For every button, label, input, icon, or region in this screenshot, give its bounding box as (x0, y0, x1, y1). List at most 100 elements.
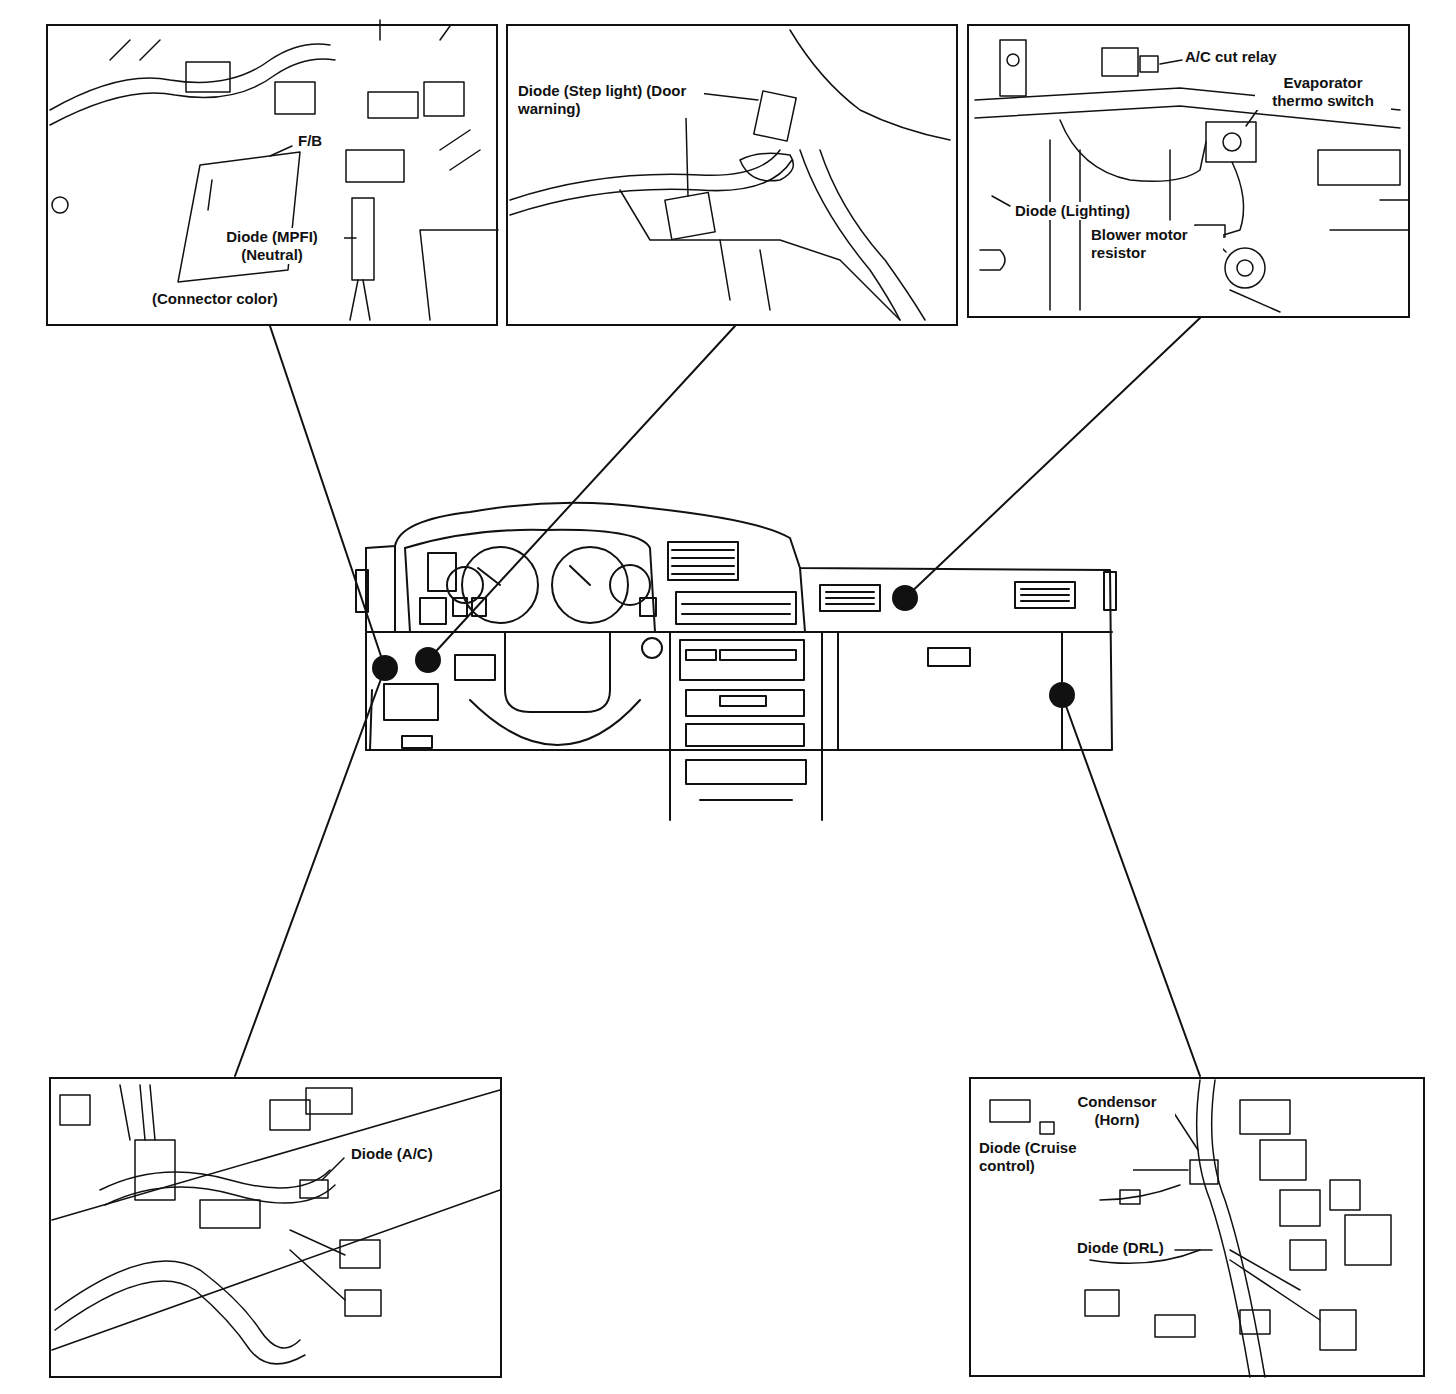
hvac-sketch (1050, 140, 1170, 310)
harness-sketch (754, 91, 796, 141)
harness-sketch (350, 280, 370, 320)
harness-sketch (290, 1230, 345, 1300)
harness-sketch (50, 20, 498, 320)
dashboard-outline (405, 548, 410, 632)
hvac-sketch (1230, 290, 1280, 312)
hvac-sketch (980, 250, 1005, 270)
part-label: Blower motor resistor (1089, 226, 1223, 262)
dashboard-outline (366, 503, 1112, 750)
harness-sketch (1260, 1140, 1306, 1180)
callout-line (905, 318, 1200, 598)
center-stack (670, 632, 822, 820)
center-stack (676, 592, 796, 624)
callout-line (1062, 695, 1200, 1076)
harness-sketch (300, 1180, 328, 1198)
harness-sketch (740, 153, 793, 181)
hvac-sketch (1102, 48, 1138, 76)
leader-line (686, 118, 688, 196)
harness-sketch (510, 150, 780, 200)
part-label: A/C cut relay (1183, 48, 1279, 66)
harness-sketch (186, 62, 230, 92)
harness-sketch (990, 1100, 1030, 1122)
harness-sketch (1240, 1100, 1290, 1134)
vents-and-glovebox (384, 684, 438, 720)
part-label: F/B (296, 132, 324, 150)
center-stack (682, 604, 790, 614)
hvac-sketch (1318, 150, 1400, 185)
hvac-sketch (1330, 200, 1408, 230)
center-stack (680, 640, 804, 680)
harness-sketch (345, 1290, 381, 1316)
harness-sketch (340, 1240, 380, 1268)
center-stack (672, 550, 734, 574)
instrument-cluster (420, 598, 446, 624)
harness-sketch (208, 180, 212, 210)
center-stack (686, 650, 716, 660)
harness-sketch (820, 150, 925, 320)
part-label: Evaporator thermo switch (1255, 74, 1391, 110)
instrument-cluster (428, 553, 456, 591)
harness-sketch (1040, 1122, 1054, 1134)
part-label: (Connector color) (150, 290, 280, 308)
location-dot (372, 585, 1075, 708)
hvac-sketch (1225, 248, 1265, 288)
harness-sketch (1320, 1310, 1356, 1350)
harness-sketch (52, 1190, 500, 1350)
harness-sketch (352, 198, 374, 280)
leader-line (322, 1158, 344, 1180)
vents-and-glovebox (1104, 572, 1116, 610)
harness-sketch (1345, 1215, 1391, 1265)
harness-sketch (1240, 1310, 1270, 1334)
harness-sketch (720, 240, 770, 310)
harness-sketch (55, 1281, 305, 1364)
harness-sketch (368, 92, 418, 118)
harness-sketch (800, 150, 900, 320)
dashboard-outline (366, 503, 1112, 750)
hvac-sketch (975, 40, 1408, 312)
harness-sketch (60, 1095, 90, 1125)
harness-sketch (1155, 1315, 1195, 1337)
leader-line (1128, 1169, 1188, 1171)
center-stack (668, 542, 738, 580)
harness-sketch (1190, 1160, 1218, 1184)
harness-sketch (52, 1090, 500, 1220)
harness-sketch (1120, 1190, 1140, 1204)
vents-and-glovebox (820, 585, 880, 611)
steering-wheel (642, 638, 662, 658)
center-stack (686, 724, 804, 746)
harness-sketch (420, 230, 498, 320)
vents-and-glovebox (402, 736, 432, 748)
harness-sketch (50, 44, 330, 110)
harness-sketch (1197, 1080, 1250, 1377)
dashboard-outline (405, 530, 655, 632)
leader-line (322, 1158, 344, 1180)
part-label: Diode (Cruise control) (977, 1139, 1133, 1175)
leader-line (270, 146, 292, 156)
harness-sketch (424, 82, 464, 116)
vents-and-glovebox (356, 570, 1116, 750)
harness-sketch (1330, 1180, 1360, 1210)
harness-sketch (200, 1200, 260, 1228)
callout-line (428, 326, 735, 660)
callout-line (235, 668, 385, 1076)
hvac-sketch (1007, 54, 1019, 66)
part-label: Diode (A/C) (349, 1145, 435, 1163)
steering-wheel (505, 632, 610, 712)
hvac-sketch (1237, 260, 1253, 276)
center-stack (686, 690, 804, 716)
callout-line (235, 318, 1200, 1076)
harness-sketch (1280, 1190, 1320, 1226)
leader-line (1160, 60, 1182, 64)
hvac-sketch (1206, 122, 1256, 162)
inset-panel: Diode (Step light) (Door warning) (506, 24, 958, 326)
instrument-cluster (420, 547, 656, 624)
steering-wheel (455, 632, 662, 745)
leader-line (270, 146, 356, 238)
vents-and-glovebox (1021, 589, 1069, 601)
harness-sketch (55, 1261, 300, 1348)
instrument-cluster (472, 598, 486, 616)
vents-and-glovebox (356, 570, 368, 612)
harness-sketch (50, 59, 335, 125)
vents-and-glovebox (826, 592, 874, 604)
